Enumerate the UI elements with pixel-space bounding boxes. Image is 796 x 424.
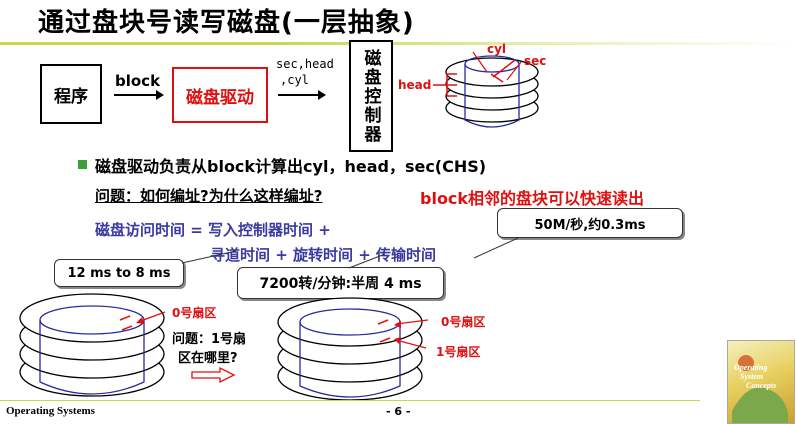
sec-label: sec (524, 54, 547, 68)
transfer-callout-pointer (473, 237, 519, 259)
params-line1: sec,head (276, 57, 334, 71)
seek-time-callout: 12 ms to 8 ms (54, 259, 184, 287)
question-text: 问题：如何编址?为什么这样编址? (95, 187, 323, 205)
footer-divider (0, 400, 700, 401)
arrow-driver-to-controller (278, 90, 326, 100)
book-title-line3: Concepts (746, 381, 777, 390)
book-title-line1: Operating (734, 363, 768, 372)
book-cover-image: Operating System Concepts (727, 340, 795, 424)
left-disk-stack (19, 293, 166, 397)
top-disk-stack (433, 51, 539, 128)
left-question-line1: 问题：1号扇 (172, 332, 247, 347)
rotation-time-callout: 7200转/分钟:半周 4 ms (237, 267, 444, 299)
transfer-time-callout: 50M/秒,约0.3ms (497, 208, 683, 238)
disk-driver-box: 磁盘驱动 (172, 67, 268, 123)
title-divider (0, 42, 796, 45)
right-sector1-label: 1号扇区 (436, 345, 481, 359)
left-sector0-label: 0号扇区 (172, 306, 217, 320)
answer-text: block相邻的盘块可以快速读出 (420, 189, 645, 208)
footer-course: Operating Systems (6, 405, 95, 417)
params-line2: ,cyl (280, 73, 309, 87)
controller-box: 磁盘控制器 (349, 40, 393, 152)
cyl-label: cyl (487, 42, 507, 56)
head-label: head (398, 78, 432, 92)
book-title-line2: System (740, 372, 764, 381)
rotation-callout-pointer (348, 253, 386, 269)
page-title: 通过盘块号读写磁盘(一层抽象) (38, 8, 415, 38)
bullet-square (78, 160, 87, 169)
access-time-line2: 寻道时间 + 旋转时间 + 传输时间 (210, 246, 437, 264)
right-disk-stack (277, 297, 429, 401)
left-question-line2: 区在哪里? (178, 351, 238, 366)
seek-callout-pointer (181, 250, 237, 264)
access-time-line1: 磁盘访问时间 = 写入控制器时间 + (95, 221, 331, 239)
program-box: 程序 (40, 64, 102, 124)
transition-arrow (191, 366, 236, 384)
dinosaur-icon (732, 355, 788, 423)
right-sector0-label: 0号扇区 (441, 315, 486, 329)
block-label: block (115, 72, 161, 90)
bullet-text: 磁盘驱动负责从block计算出cyl，head，sec(CHS) (95, 157, 487, 176)
footer-page-number: - 6 - (386, 405, 411, 418)
arrow-program-to-driver (114, 90, 164, 100)
